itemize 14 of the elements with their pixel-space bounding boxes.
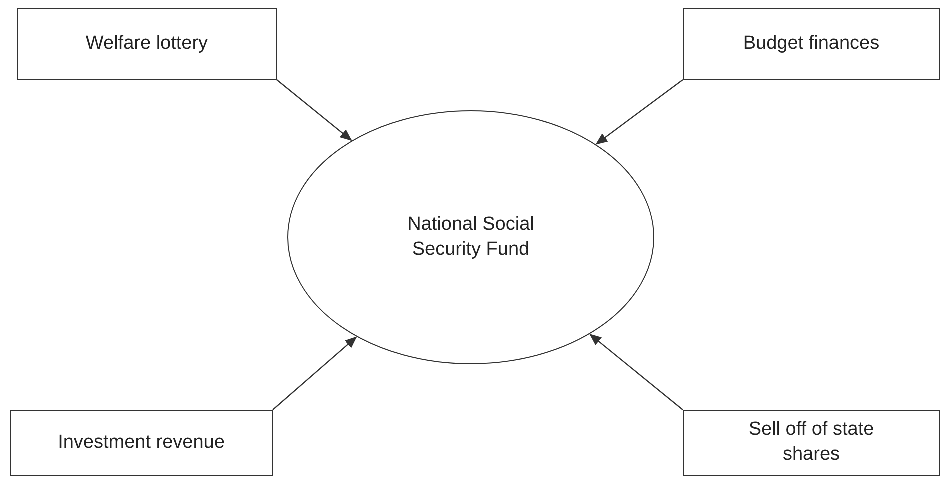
source-box: [10, 410, 273, 476]
arrow: [276, 80, 352, 142]
arrow: [590, 334, 684, 410]
fund-ellipse: [287, 110, 655, 365]
node-label: Investment revenue: [58, 430, 225, 455]
source-box: [17, 8, 277, 80]
node-label: Welfare lottery: [86, 32, 208, 56]
node-label: National Social Security Fund: [406, 212, 536, 262]
source-box: [683, 410, 940, 476]
node-label: Sell off of state shares: [748, 418, 876, 467]
arrow: [596, 80, 684, 145]
arrow: [272, 336, 358, 410]
node-label: Budget finances: [743, 32, 880, 56]
source-box: [683, 8, 940, 80]
